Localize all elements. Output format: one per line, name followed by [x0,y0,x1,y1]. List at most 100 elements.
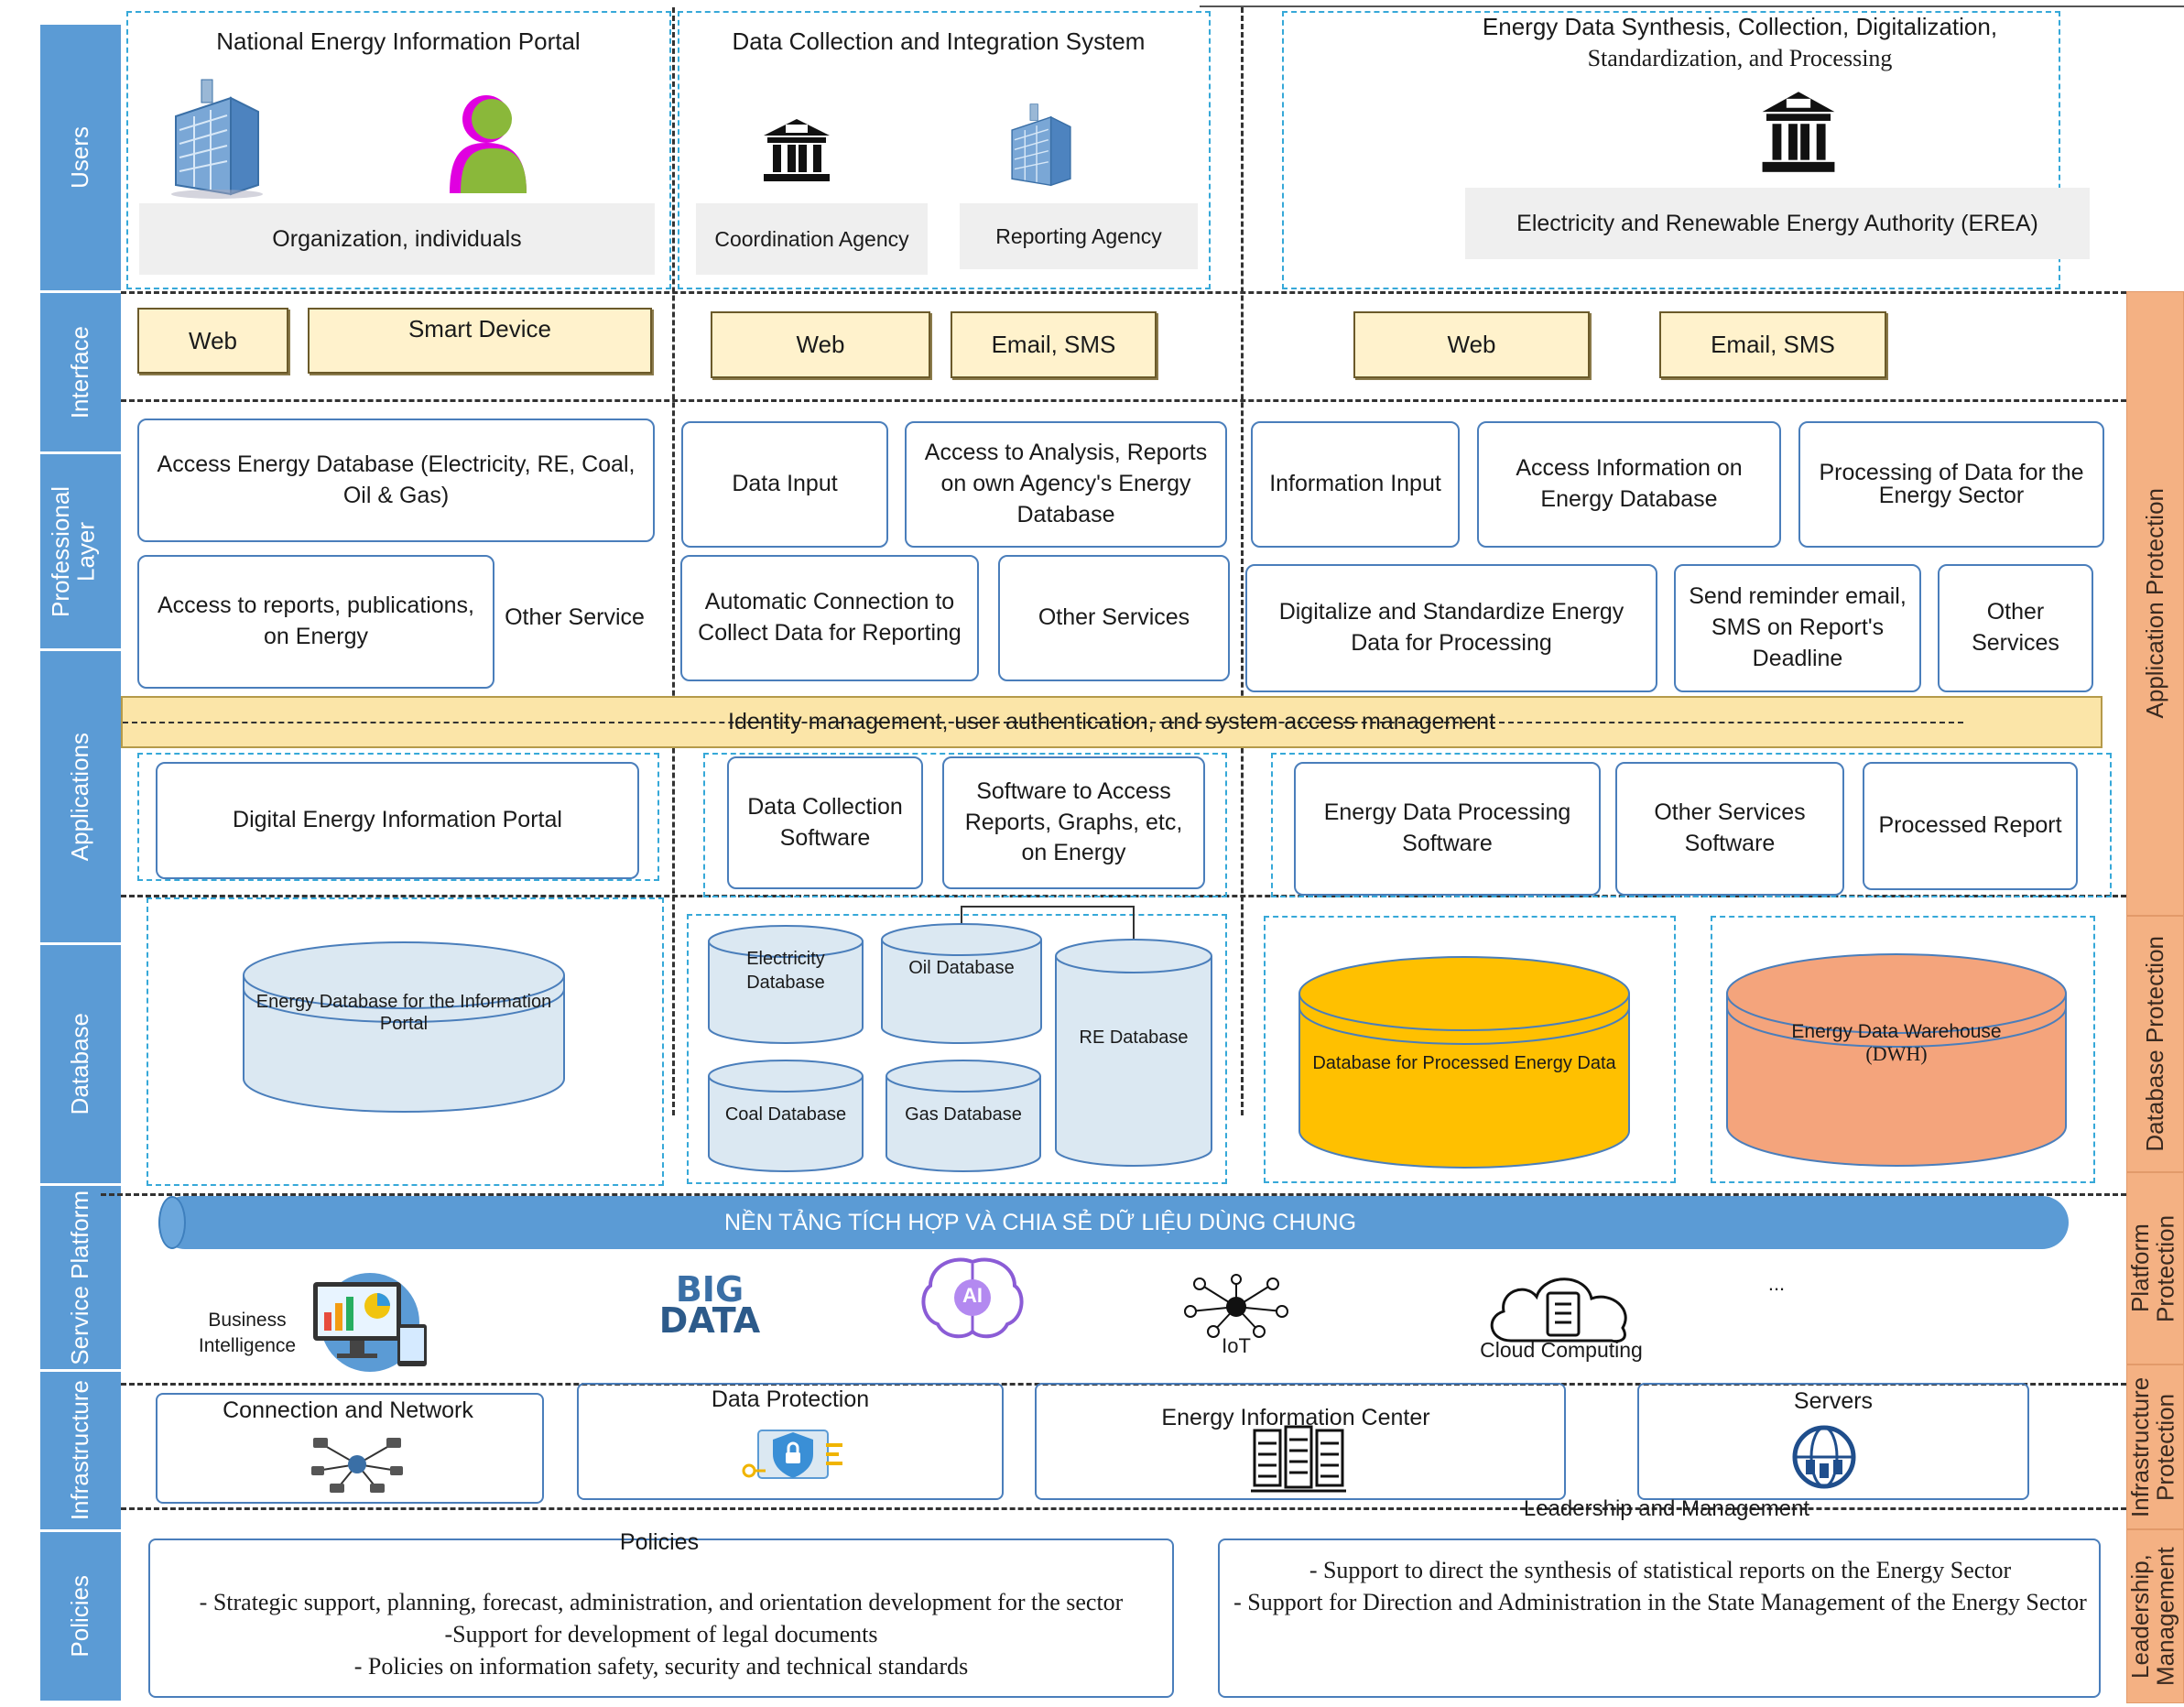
digitalize-standardize-box: Digitalize and Standardize Energy Data f… [1245,564,1657,692]
leadership-content: - Support to direct the synthesis of sta… [1223,1555,2097,1619]
coal-database-cylinder [708,1060,864,1172]
data-warehouse-cylinder [1726,953,2067,1167]
policies-box [148,1538,1174,1698]
row-label-database-protection: Database Protection [2126,916,2184,1172]
top-border-line [1200,5,2184,7]
servers-label: Servers [1793,1388,1874,1414]
policies-item: - Policies on information safety, securi… [353,1652,969,1680]
business-intelligence-label-line1: Business [208,1310,287,1331]
users-col2-frame [678,11,1211,289]
reporting-agency-box: Reporting Agency [960,203,1198,269]
gas-database-label: Gas Database [905,1104,1022,1125]
software-access-reports-box: Software to Access Reports, Graphs, etc,… [942,756,1205,889]
leadership-item: - Support for Direction and Administrati… [1233,1588,2087,1615]
cloud-computing-label: Cloud Computing [1480,1338,1643,1362]
data-collection-title: Data Collection and Integration System [732,27,1146,55]
send-reminder-box: Send reminder email, SMS on Report's Dea… [1674,564,1921,692]
data-protection-box [577,1383,1004,1500]
apps-col1-frame [137,753,659,881]
c3-email-sms-interface: Email, SMS [1659,311,1886,378]
c2-email-sms-interface: Email, SMS [951,311,1157,378]
row-label-service-platform: Service Platform [40,1186,121,1369]
integration-platform-banner-label: NỀN TẢNG TÍCH HỢP VÀ CHIA SẺ DỮ LIỆU DÙN… [723,1209,1357,1235]
apps-col2-frame [703,753,1227,897]
erea-box: Electricity and Renewable Energy Authori… [1465,188,2090,259]
office-building-icon [1011,103,1071,187]
divider-database-platform [101,1193,2126,1196]
gas-database-cylinder [886,1060,1041,1172]
access-analysis-box: Access to Analysis, Reports on own Agenc… [905,421,1227,548]
policies-item: - Strategic support, planning, forecast,… [199,1589,1124,1615]
divider-interface-professional [121,399,2126,402]
automatic-connection-box: Automatic Connection to Collect Data for… [680,555,979,681]
row-label-interface: Interface [40,293,121,451]
business-intelligence-icon [313,1273,427,1372]
c1-web-interface: Web [137,308,288,374]
row-label-users: Users [40,25,121,290]
portal-database-label: Energy Database for the Information Port… [255,992,552,1034]
network-box [156,1393,544,1504]
digital-energy-portal-box: Digital Energy Information Portal [156,762,639,879]
db-col3a-frame [1264,916,1676,1183]
row-label-professional: Professional Layer [40,454,121,648]
leadership-title: Leadership and Management [1523,1496,1810,1521]
ai-brain-icon [921,1257,1024,1339]
oil-database-cylinder [881,923,1042,1044]
person-icon [450,95,527,193]
policies-content: - Strategic support, planning, forecast,… [148,1587,1174,1682]
big-data-icon-line2: DATA [658,1300,761,1341]
electricity-database-cylinder [708,925,864,1044]
iot-label: IoT [1222,1334,1251,1357]
network-hub-icon [311,1438,403,1493]
row-label-database: Database [40,945,121,1183]
oil-database-label: Oil Database [908,958,1015,978]
synthesis-title-line1: Energy Data Synthesis, Collection, Digit… [1482,13,1998,40]
divider-col-2-3 [1241,7,1244,1115]
dwh-label-line1: Energy Data Warehouse [1791,1021,2002,1042]
data-protection-label: Data Protection [711,1386,870,1412]
organization-individuals-box: Organization, individuals [139,203,655,275]
server-globe-icon [1792,1425,1856,1489]
big-data-icon: BIG DATA [641,1264,778,1346]
business-intelligence-label-line2: Intelligence [198,1335,297,1356]
re-database-cylinder [1055,939,1212,1167]
db-col3b-frame [1711,916,2095,1183]
data-collection-software-box: Data Collection Software [727,756,923,889]
policies-title: Policies [619,1529,700,1555]
identity-management-bar: Identity management, user authentication… [121,696,2103,748]
big-data-icon-line1: BIG [675,1268,744,1310]
row-label-policies: Policies [40,1532,121,1701]
c3-web-interface: Web [1353,311,1590,378]
data-input-box: Data Input [681,421,888,548]
c1-smart-device-interface: Smart Device [308,308,652,374]
more-services-ellipsis: ... [1767,1272,1786,1295]
users-col3-frame [1282,11,2060,289]
servers-box [1637,1383,2029,1500]
row-label-platform-protection: Platform Protection [2126,1172,2184,1365]
portal-database-cylinder [243,941,565,1113]
divider-users-interface [121,291,2126,294]
government-building-icon [764,119,830,181]
dwh-label-line2: (DWH) [1865,1042,1928,1065]
server-rack-icon [1251,1425,1346,1493]
identity-bar-dash [123,722,1963,723]
integration-platform-banner: NỀN TẢNG TÍCH HỢP VÀ CHIA SẺ DỮ LIỆU DÙN… [158,1196,2069,1249]
energy-data-processing-software-box: Energy Data Processing Software [1294,762,1601,896]
db-col2-frame [687,914,1227,1184]
access-reports-box: Access to reports, publications, on Ener… [137,555,494,689]
info-center-box [1035,1383,1566,1500]
processed-database-label: Database for Processed Energy Data [1312,1053,1616,1073]
processed-database-cylinder [1298,956,1630,1169]
processing-data-box: Processing of Data for the Energy Sector [1798,421,2104,548]
c2-web-interface: Web [711,311,930,378]
coordination-agency-box: Coordination Agency [696,203,928,275]
divider-infrastructure-policies [121,1507,2126,1510]
network-label: Connection and Network [223,1397,473,1423]
ai-icon-label: AI [962,1284,983,1307]
row-label-infrastructure: Infrastructure [40,1372,121,1529]
leadership-item: - Support to direct the synthesis of sta… [1309,1557,2012,1583]
re-database-label: RE Database [1079,1027,1189,1048]
row-label-applications: Applications [40,651,121,942]
office-building-icon [171,79,263,199]
